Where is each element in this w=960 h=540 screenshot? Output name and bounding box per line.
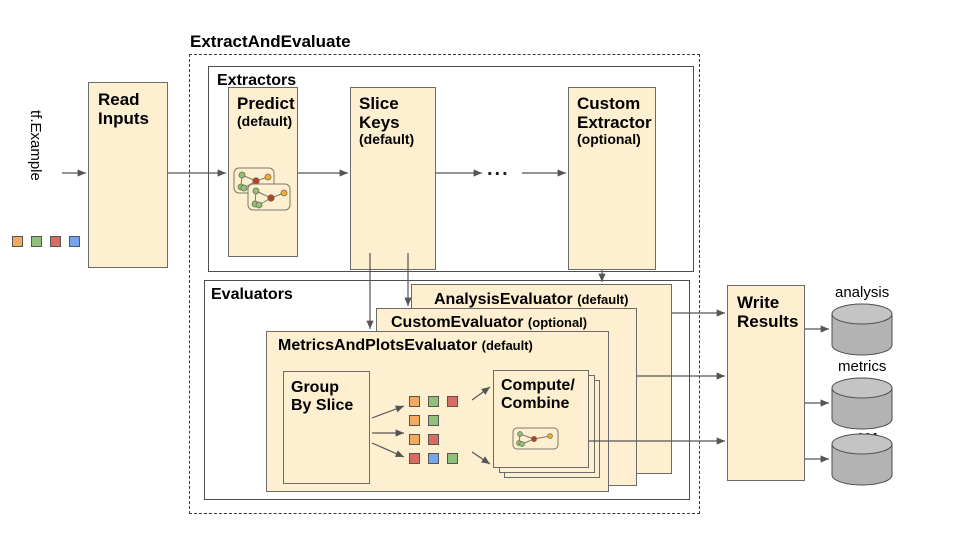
- slice-swatch: [409, 453, 420, 464]
- write-results-box[interactable]: Write Results: [727, 285, 805, 481]
- extractor-box-predict[interactable]: Predict (default): [228, 87, 298, 257]
- analysis-evaluator-name: AnalysisEvaluator: [434, 291, 573, 308]
- write-results-line1: Write: [737, 293, 780, 312]
- extractor-box-slice-keys[interactable]: Slice Keys (default): [350, 87, 436, 270]
- slice-swatch: [428, 415, 439, 426]
- extractors-ellipsis: ...: [487, 158, 510, 180]
- compute-combine-line2: Combine: [501, 394, 570, 412]
- input-swatch-red: [50, 236, 61, 247]
- slice-swatch: [428, 434, 439, 445]
- read-inputs-line1: Read: [98, 90, 140, 109]
- metrics-evaluator-qualifier: (default): [481, 338, 533, 353]
- extractors-label: Extractors: [217, 72, 297, 89]
- custom-evaluator-name: CustomEvaluator: [391, 314, 524, 331]
- slice-swatch-grid: [409, 396, 469, 464]
- slice-swatch: [428, 396, 439, 407]
- group-by-slice-line2: By Slice: [291, 396, 354, 414]
- plot-graph-icon: [512, 427, 559, 450]
- compute-combine-box[interactable]: Compute/ Combine: [493, 370, 589, 468]
- compute-combine-line1: Compute/: [501, 377, 575, 394]
- arrow-swatches-to-compute-combine-bottom: [471, 451, 491, 465]
- arrow-swatches-to-compute-combine-top: [471, 386, 491, 401]
- slice-swatch: [409, 415, 420, 426]
- output-cylinder-metrics: [831, 377, 893, 430]
- read-inputs-box[interactable]: Read Inputs: [88, 82, 168, 268]
- write-results-line2: Results: [737, 311, 799, 331]
- slice-swatch: [409, 434, 420, 445]
- customextractor-qualifier: (optional): [577, 131, 641, 148]
- slice-swatch: [447, 396, 458, 407]
- customextractor-line2: Extractor: [577, 112, 652, 132]
- extract-and-evaluate-container: [189, 54, 700, 514]
- arrow-group-by-slice-row1: [371, 405, 405, 419]
- predict-qualifier: (default): [237, 112, 293, 129]
- group-by-slice-box[interactable]: Group By Slice: [283, 371, 370, 484]
- output-cylinder-analysis: [831, 303, 893, 356]
- group-by-slice-line1: Group: [291, 379, 339, 396]
- customextractor-line1: Custom: [577, 94, 641, 113]
- metrics-evaluator-name: MetricsAndPlotsEvaluator: [278, 337, 478, 354]
- custom-evaluator-qualifier: (optional): [527, 315, 588, 330]
- input-swatch-green: [31, 236, 42, 247]
- model-graph-icon: [233, 167, 291, 211]
- slice-swatch: [428, 453, 439, 464]
- diagram-title: ExtractAndEvaluate: [190, 32, 351, 51]
- analysis-evaluator-qualifier: (default): [577, 292, 629, 307]
- evaluators-label: Evaluators: [211, 286, 293, 303]
- output-cylinder-other: [831, 433, 893, 486]
- output-label-analysis: analysis: [835, 284, 890, 301]
- input-swatch-orange: [12, 236, 23, 247]
- extractor-box-custom[interactable]: Custom Extractor (optional): [568, 87, 656, 270]
- slice-swatch: [409, 396, 420, 407]
- slicekeys-line2: Keys: [359, 112, 400, 132]
- slicekeys-qualifier: (default): [359, 131, 415, 148]
- predict-line1: Predict: [237, 94, 295, 113]
- slicekeys-line1: Slice: [359, 94, 399, 113]
- arrow-group-by-slice-row3: [371, 442, 405, 458]
- slice-swatch: [447, 453, 458, 464]
- read-inputs-line2: Inputs: [98, 108, 149, 128]
- input-swatch-blue: [69, 236, 80, 247]
- output-label-metrics: metrics: [838, 358, 887, 375]
